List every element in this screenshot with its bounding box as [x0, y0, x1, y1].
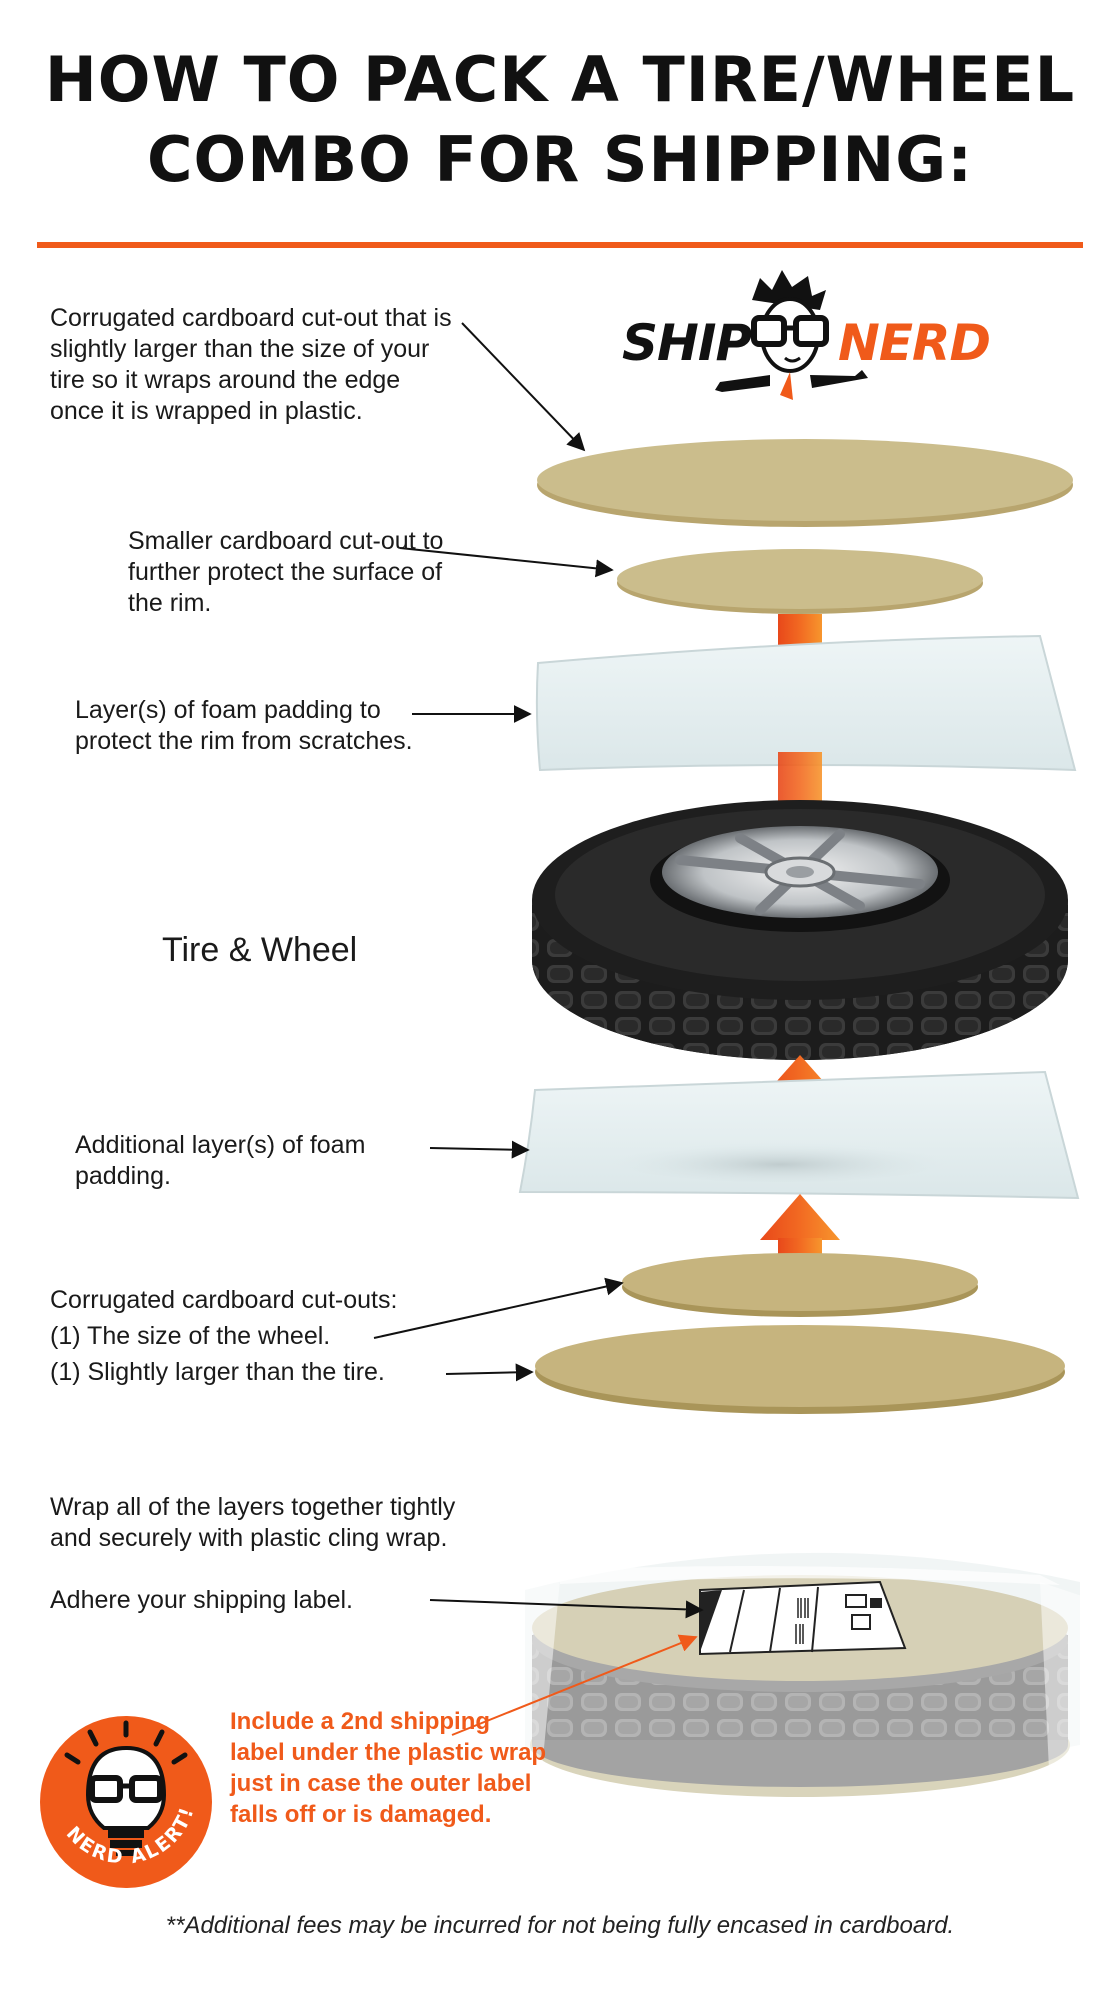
logo-nerd-face-icon [715, 270, 868, 400]
logo-ship-text: SHIP [622, 314, 752, 372]
step-cutouts-wheel: (1) The size of the wheel. [50, 1322, 331, 1350]
footnote: **Additional fees may be incurred for no… [165, 1912, 955, 1939]
cardboard-small-bottom [622, 1253, 978, 1317]
step-cutouts-heading: Corrugated cardboard cut-outs: [50, 1286, 398, 1314]
tire-and-wheel [532, 800, 1068, 1060]
nerd-alert-badge-icon [40, 1716, 212, 1888]
step-cutouts-tire: (1) Slightly larger than the tire. [50, 1358, 385, 1386]
step-cardboard-top-label: Corrugated cardboard cut-out that is sli… [50, 304, 452, 425]
callout-arrows [373, 322, 704, 1736]
logo-nerd-text: NERD [838, 314, 991, 372]
title-line-2: COMBO FOR SHIPPING: [147, 123, 973, 196]
step-foam-top-label: Layer(s) of foam padding to protect the … [75, 696, 413, 755]
cardboard-small-top [617, 549, 983, 614]
cardboard-large-top [537, 439, 1073, 527]
title-divider [37, 242, 1083, 248]
cardboard-large-bottom [535, 1325, 1065, 1414]
step-foam-bottom-label: Additional layer(s) of foam padding. [75, 1131, 366, 1190]
shipping-label [699, 1580, 907, 1656]
foam-padding-bottom [518, 1070, 1080, 1200]
nerd-alert-text: Include a 2nd shipping label under the p… [230, 1708, 547, 1828]
title-line-1: HOW TO PACK A TIRE/WHEEL [44, 43, 1076, 116]
foam-padding-top [535, 634, 1077, 772]
step-shipping-label: Adhere your shipping label. [50, 1586, 353, 1614]
step-tire-label: Tire & Wheel [162, 931, 358, 969]
page-title: HOW TO PACK A TIRE/WHEEL COMBO FOR SHIPP… [0, 40, 1120, 200]
step-wrap-label: Wrap all of the layers together tightly … [50, 1493, 456, 1552]
step-cardboard-small-label: Smaller cardboard cut-out to further pro… [128, 527, 444, 617]
